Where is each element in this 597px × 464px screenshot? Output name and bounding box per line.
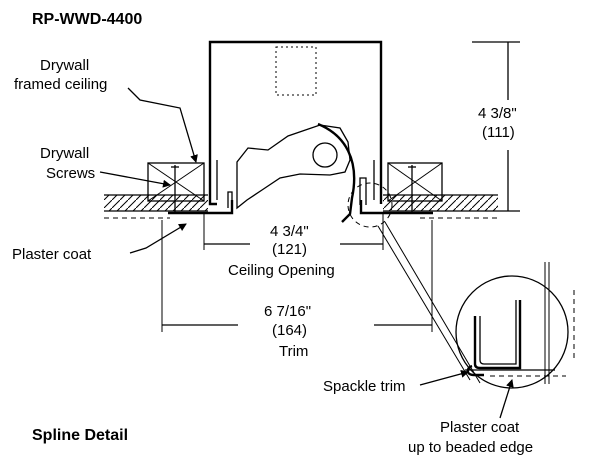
trim-inches: 6 7/16" <box>264 303 311 320</box>
label-drywall-screws-1: Drywall <box>40 145 89 162</box>
label-spackle-trim: Spackle trim <box>323 378 406 395</box>
opening-mm: (121) <box>272 241 307 258</box>
opening-inches: 4 3/4" <box>270 223 309 240</box>
pivot-hole <box>312 142 338 168</box>
label-drywall-framed-1: Drywall <box>40 57 89 74</box>
junction-box-outline <box>275 46 317 96</box>
label-plaster-coat-edge-1: Plaster coat <box>440 419 520 436</box>
model-title: RP-WWD-4400 <box>32 11 142 28</box>
trim-label: Trim <box>279 343 308 360</box>
label-plaster-coat-edge-2: up to beaded edge <box>408 439 533 456</box>
detail-callout-circle <box>347 182 393 228</box>
ceiling-opening-dimension: 4 3/4" (121) Ceiling Opening <box>203 213 384 279</box>
fixture-housing <box>208 40 383 206</box>
spline-detail-magnified <box>455 262 575 389</box>
opening-label: Ceiling Opening <box>228 262 335 279</box>
detail-circle <box>455 275 569 389</box>
trim-dimension: 6 7/16" (164) Trim <box>161 220 433 360</box>
left-labels: Drywall framed ceiling Drywall Screws Pl… <box>12 57 198 263</box>
height-dimension: 4 3/8" (111) <box>472 41 520 212</box>
label-plaster-coat: Plaster coat <box>12 246 92 263</box>
trim-mm: (164) <box>272 322 307 339</box>
trim-flange <box>168 200 433 215</box>
label-drywall-screws-2: Screws <box>46 165 95 182</box>
height-mm: (111) <box>482 124 515 141</box>
label-drywall-framed-2: framed ceiling <box>14 76 107 93</box>
detail-labels: Spackle trim Plaster coat up to beaded e… <box>32 369 533 456</box>
height-inches: 4 3/8" <box>478 105 517 122</box>
drywall-ceiling <box>104 194 498 219</box>
spline-detail-title: Spline Detail <box>32 427 128 444</box>
hinged-reflector <box>227 122 367 223</box>
